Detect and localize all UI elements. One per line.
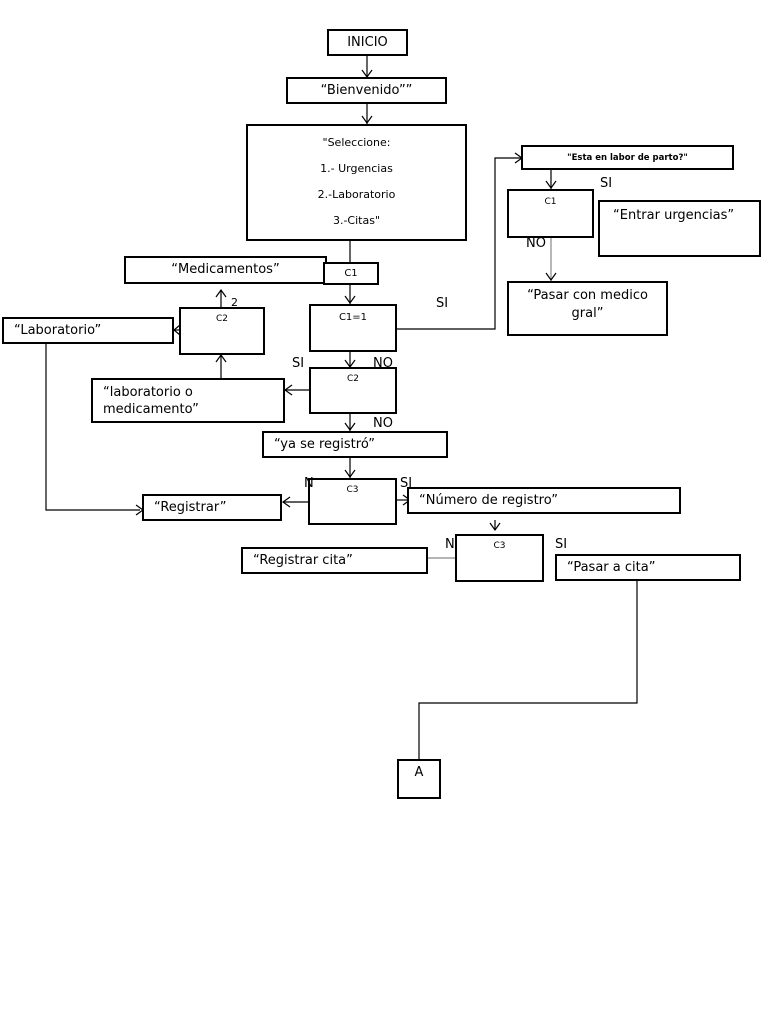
arrow-c1eq-parto — [396, 157, 522, 330]
arrowhead — [361, 115, 373, 125]
label-si-c3b: SI — [555, 537, 568, 552]
arrow-laboratorio-registrar — [45, 343, 140, 511]
node-pasar-medico-text: “Pasar con medico gral” — [527, 288, 648, 321]
node-labor-parto-text: "Esta en labor de parto?" — [567, 152, 688, 163]
node-labor-parto: "Esta en labor de parto?" — [521, 145, 734, 170]
label-no-right: NO — [526, 236, 546, 251]
arrowhead — [344, 295, 356, 305]
arrowhead — [545, 272, 557, 282]
node-c1-eq: C1=1 — [309, 304, 397, 352]
label-n-c3b: N — [445, 537, 455, 552]
node-lab-o-med: “laboratorio o medicamento” — [91, 378, 285, 423]
node-pasar-medico: “Pasar con medico gral” — [507, 281, 668, 336]
node-c1-main-text: C1 — [344, 268, 358, 279]
label-n-c3: N — [304, 476, 314, 491]
node-bienvenido-text: “Bienvenido”” — [320, 83, 413, 98]
arrowhead — [489, 522, 501, 532]
node-c2-mid: C2 — [309, 367, 397, 414]
node-c1-right: C1 — [507, 189, 594, 238]
node-ya-registro-text: “ya se registró” — [274, 437, 376, 452]
node-c3-low: C3 — [455, 534, 544, 582]
node-bienvenido: “Bienvenido”” — [286, 77, 447, 104]
node-pasar-cita: “Pasar a cita” — [555, 554, 741, 581]
label-si-right: SI — [600, 176, 613, 191]
node-c1-eq-text: C1=1 — [338, 312, 368, 323]
menu-line-1: "Seleccione: — [322, 136, 391, 150]
node-c3-mid: C3 — [308, 478, 397, 525]
node-c2-top: C2 — [179, 307, 265, 355]
menu-line-2: 1.- Urgencias — [320, 162, 393, 176]
arrowhead — [344, 469, 356, 479]
node-laboratorio: “Laboratorio” — [2, 317, 174, 344]
node-entrar-urgencias: “Entrar urgencias” — [598, 200, 761, 257]
label-si-c3: SI — [400, 476, 413, 491]
label-si-c1: SI — [436, 296, 449, 311]
node-medicamentos-text: “Medicamentos” — [171, 262, 280, 277]
node-registrar: “Registrar” — [142, 494, 282, 521]
node-registrar-cita-text: “Registrar cita” — [253, 553, 353, 568]
label-no-c2: NO — [373, 416, 393, 431]
arrow-pasarcita-a — [418, 581, 638, 760]
node-inicio-text: INICIO — [347, 35, 388, 50]
node-menu: "Seleccione: 1.- Urgencias 2.-Laboratori… — [246, 124, 467, 241]
arrowhead — [173, 324, 181, 336]
node-pasar-cita-text: “Pasar a cita” — [567, 560, 656, 575]
node-c3-mid-text: C3 — [346, 485, 359, 495]
node-connector-a: A — [397, 759, 441, 799]
node-medicamentos: “Medicamentos” — [124, 256, 327, 284]
arrowhead — [215, 353, 227, 363]
arrowhead — [344, 422, 356, 432]
label-si-c2: SI — [292, 356, 305, 371]
menu-line-4: 3.-Citas" — [332, 213, 381, 227]
arrowhead — [545, 180, 557, 190]
node-c1-right-text: C1 — [544, 197, 557, 207]
node-connector-a-text: A — [414, 765, 424, 780]
node-c2-mid-text: C2 — [346, 374, 359, 384]
node-c2-top-text: C2 — [215, 314, 228, 324]
node-inicio: INICIO — [327, 29, 408, 56]
label-no-c1: NO — [373, 356, 393, 371]
node-ya-registro: “ya se registró” — [262, 431, 448, 458]
node-numero-registro-text: “Número de registro” — [419, 493, 558, 508]
arrowhead — [283, 384, 293, 396]
node-lab-o-med-text: “laboratorio o medicamento” — [103, 385, 199, 417]
arrowhead — [281, 496, 291, 508]
node-entrar-urgencias-text: “Entrar urgencias” — [613, 208, 735, 223]
node-numero-registro: “Número de registro” — [407, 487, 681, 514]
node-laboratorio-text: “Laboratorio” — [14, 323, 102, 338]
label-two: 2 — [231, 296, 238, 309]
menu-line-3: 2.-Laboratorio — [317, 187, 396, 201]
arrowhead — [215, 288, 227, 298]
node-c3-low-text: C3 — [493, 541, 506, 551]
node-c1-main: C1 — [323, 262, 379, 285]
node-registrar-cita: “Registrar cita” — [241, 547, 428, 574]
node-registrar-text: “Registrar” — [154, 500, 227, 515]
